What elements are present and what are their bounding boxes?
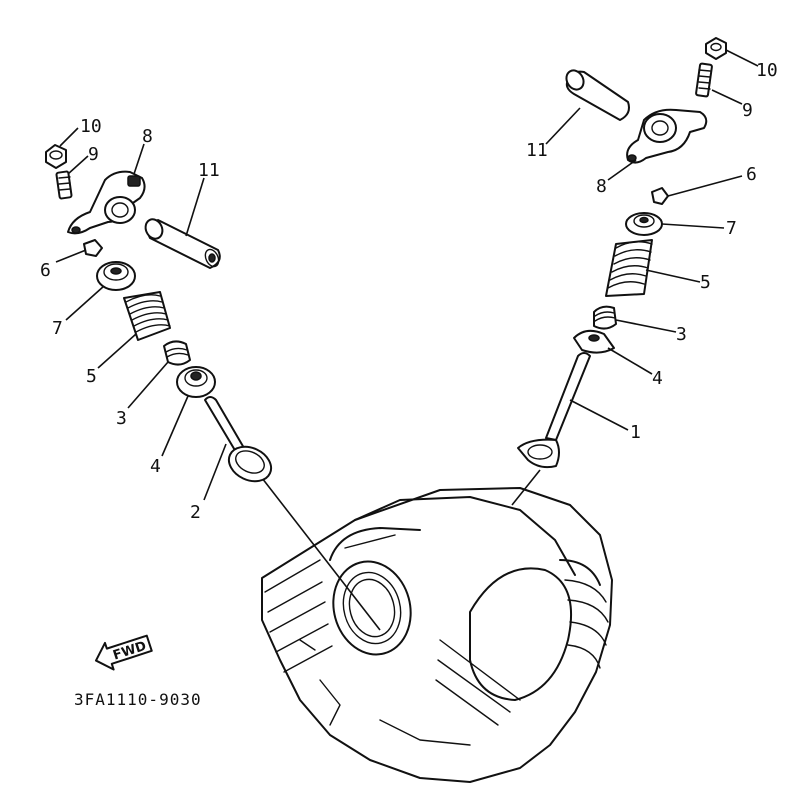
right-callout-10: 10 [756,60,778,81]
right-callout-8: 8 [596,176,607,197]
left-callout-5: 5 [86,366,97,387]
right-callout-9: 9 [742,100,753,121]
left-seat-4 [176,366,216,398]
left-screw-9 [55,170,73,200]
right-nut-10 [705,37,727,60]
right-callout-7: 7 [726,218,737,239]
left-cotter-6 [83,239,103,257]
left-callout-10: 10 [80,116,102,137]
right-spring-5 [605,239,653,297]
right-seal-3 [593,305,617,330]
left-callout-3: 3 [116,408,127,429]
right-screw-9 [695,62,713,98]
left-callout-11: 11 [198,160,220,181]
left-callout-9: 9 [88,144,99,165]
left-callout-6: 6 [40,260,51,281]
alignment-lines [261,469,541,631]
left-spring-5 [123,291,171,341]
right-rocker-arm-8 [626,108,708,164]
callout-labels: 10 9 8 11 6 7 5 3 4 2 10 9 11 8 6 7 5 3 … [40,60,778,523]
right-callout-4: 4 [652,368,663,389]
right-callout-6: 6 [746,164,757,185]
left-retainer-7 [96,261,136,291]
left-callout-2: 2 [190,502,201,523]
left-rocker-arm-8 [67,170,146,235]
leader-lines [55,49,759,501]
right-valve-assembly [517,37,727,469]
right-callout-5: 5 [700,272,711,293]
right-valve-1 [517,352,591,469]
right-seat-4 [573,329,615,354]
diagram-code: 3FA1110-9030 [74,690,202,709]
right-callout-1: 1 [630,422,641,443]
right-cotter-6 [651,187,669,205]
left-callout-8: 8 [142,126,153,147]
left-callout-4: 4 [150,456,161,477]
left-seal-3 [163,340,191,366]
right-callout-11: 11 [526,140,548,161]
left-nut-10 [45,144,67,169]
right-retainer-7 [625,212,663,236]
left-callout-7: 7 [52,318,63,339]
left-rocker-shaft-11 [144,218,221,269]
right-callout-3: 3 [676,324,687,345]
left-valve-assembly [45,144,273,483]
fwd-arrow-icon: FWD [94,634,153,671]
cylinder-head [261,487,613,783]
right-rocker-shaft-11 [565,69,630,121]
left-valve-2 [204,396,273,483]
fwd-label: FWD [111,639,148,664]
